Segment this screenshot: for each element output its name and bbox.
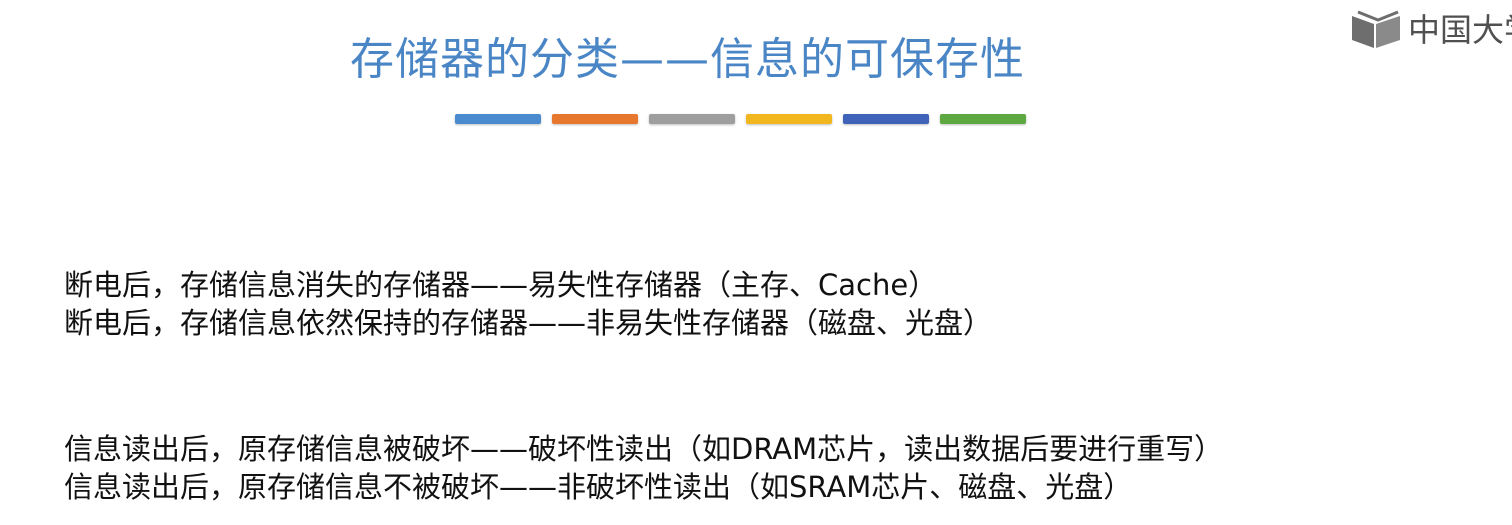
color-bar-yellow bbox=[746, 114, 832, 124]
slide-title: 存储器的分类——信息的可保存性 bbox=[350, 34, 1025, 85]
nondestructive-read-line: 信息读出后，原存储信息不被破坏——非破坏性读出（如SRAM芯片、磁盘、光盘） bbox=[64, 470, 1133, 504]
read-destruction-section: 信息读出后，原存储信息被破坏——破坏性读出（如DRAM芯片，读出数据后要进行重写… bbox=[64, 430, 1223, 506]
nonvolatile-memory-line: 断电后，存储信息依然保持的存储器——非易失性存储器（磁盘、光盘） bbox=[64, 306, 993, 340]
volatile-memory-line: 断电后，存储信息消失的存储器——易失性存储器（主存、Cache） bbox=[64, 268, 938, 302]
volatility-section: 断电后，存储信息消失的存储器——易失性存储器（主存、Cache） 断电后，存储信… bbox=[64, 266, 992, 342]
watermark-text: 中国大学 bbox=[1408, 11, 1512, 49]
color-bar-strip bbox=[455, 114, 1026, 124]
color-bar-blue bbox=[455, 114, 541, 124]
color-bar-green bbox=[940, 114, 1026, 124]
destructive-read-line: 信息读出后，原存储信息被破坏——破坏性读出（如DRAM芯片，读出数据后要进行重写… bbox=[64, 432, 1224, 466]
watermark: 中国大学 bbox=[1350, 10, 1512, 50]
color-bar-gray bbox=[649, 114, 735, 124]
color-bar-orange bbox=[552, 114, 638, 124]
book-logo-icon bbox=[1350, 10, 1402, 50]
color-bar-darkblue bbox=[843, 114, 929, 124]
